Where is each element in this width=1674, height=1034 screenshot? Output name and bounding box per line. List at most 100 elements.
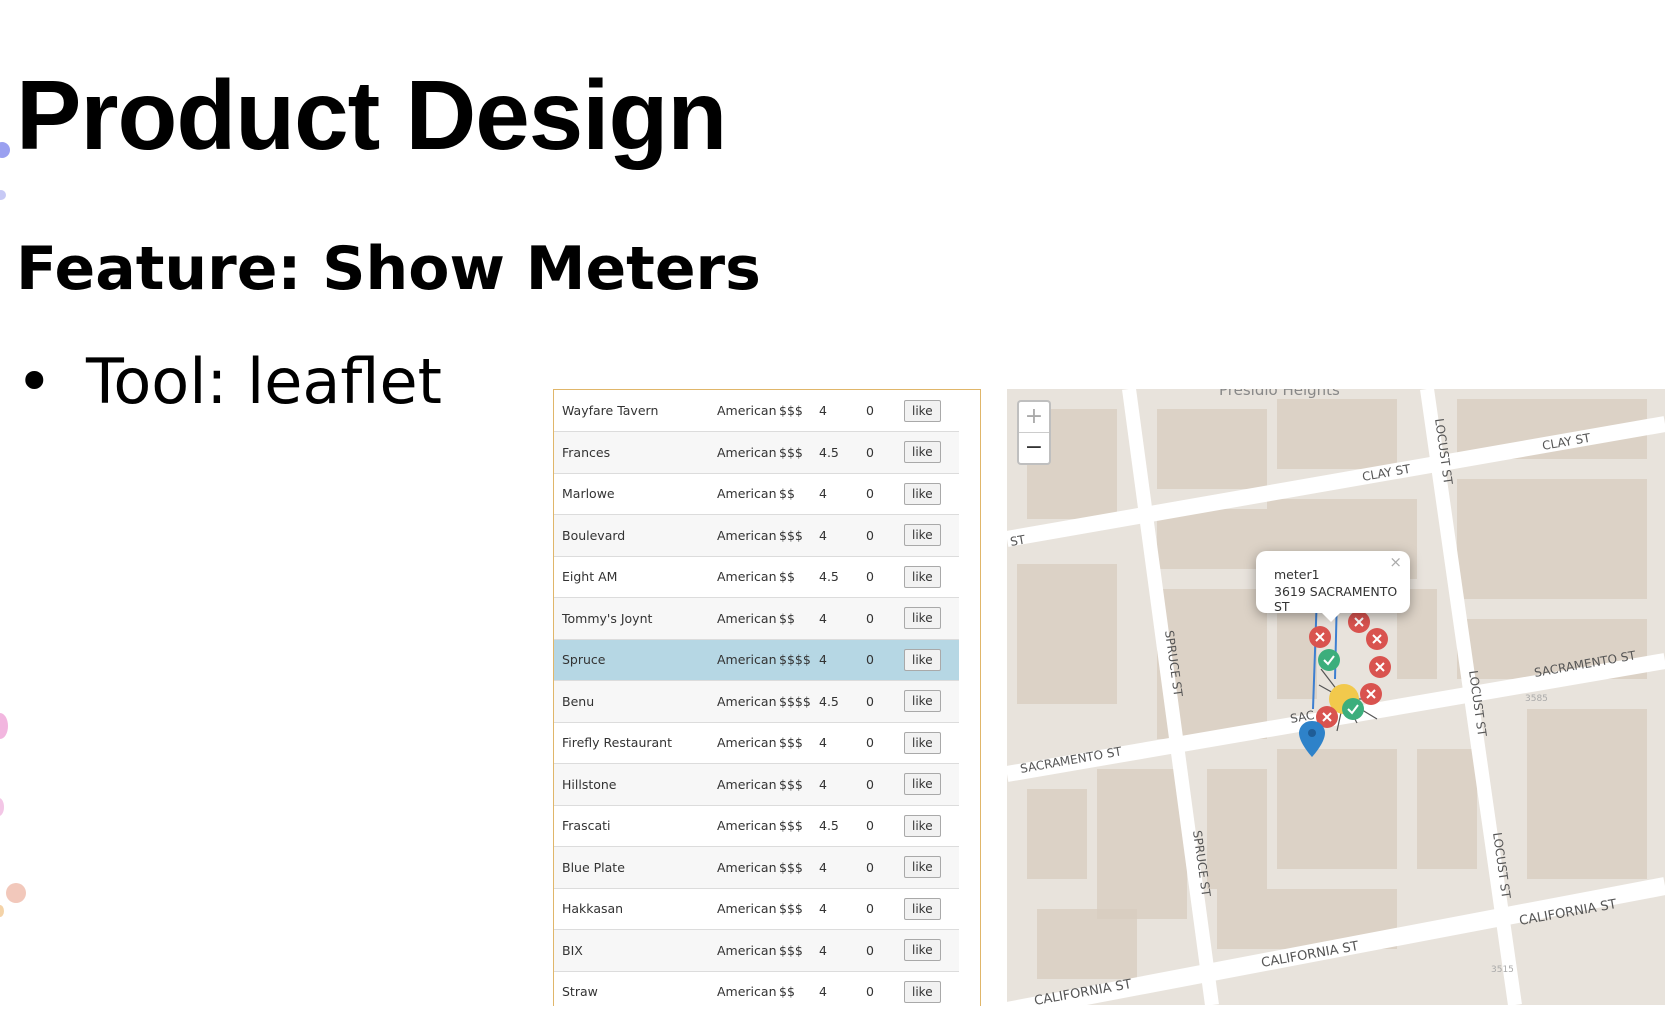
like-button[interactable]: like — [904, 939, 941, 962]
restaurant-cuisine: American — [717, 901, 777, 917]
meter-available-icon[interactable] — [1342, 698, 1364, 720]
building-block — [1417, 749, 1477, 869]
restaurant-rating: 4 — [819, 652, 827, 668]
like-cell: like — [904, 681, 959, 723]
like-cell: like — [904, 390, 959, 432]
like-button[interactable]: like — [904, 399, 941, 422]
like-button[interactable]: like — [904, 648, 941, 671]
zoom-in-button[interactable]: + — [1019, 402, 1049, 433]
restaurant-rating: 4.5 — [819, 693, 839, 709]
restaurant-name: Hakkasan — [562, 901, 624, 917]
decorative-dot — [0, 713, 8, 739]
restaurant-price: $$$ — [779, 527, 803, 543]
like-button[interactable]: like — [904, 773, 941, 796]
like-button[interactable]: like — [904, 690, 941, 713]
restaurant-cuisine: American — [717, 444, 777, 460]
meter-occupied-icon[interactable] — [1360, 683, 1382, 705]
restaurant-rating: 4.5 — [819, 569, 839, 585]
like-button[interactable]: like — [904, 565, 941, 588]
decorative-dot — [0, 190, 6, 200]
restaurant-name: Marlowe — [562, 486, 615, 502]
restaurant-price: $$ — [779, 569, 795, 585]
building-block — [1017, 564, 1117, 704]
meter-markers[interactable] — [1299, 593, 1391, 757]
restaurant-likes: 0 — [866, 693, 874, 709]
building-block — [1277, 399, 1397, 469]
restaurant-likes: 0 — [866, 942, 874, 958]
map-canvas[interactable]: Presidio Heights CLAY ST CLAY ST ST SACR… — [1007, 389, 1665, 1005]
like-button[interactable]: like — [904, 524, 941, 547]
restaurant-name: Blue Plate — [562, 859, 625, 875]
zoom-control: + − — [1017, 400, 1051, 465]
restaurant-name: Benu — [562, 693, 595, 709]
like-button[interactable]: like — [904, 441, 941, 464]
route-line — [1312, 593, 1318, 710]
restaurant-name: BIX — [562, 942, 583, 958]
restaurant-price: $$$ — [779, 403, 803, 418]
like-button[interactable]: like — [904, 731, 941, 754]
map-label-number: 3585 — [1525, 694, 1548, 704]
restaurant-name: Straw — [562, 984, 598, 1000]
meter-occupied-icon[interactable] — [1369, 656, 1391, 678]
restaurant-name: Tommy's Joynt — [562, 610, 653, 626]
restaurant-rating: 4 — [819, 527, 827, 543]
restaurant-likes: 0 — [866, 403, 874, 418]
like-cell: like — [904, 971, 959, 1006]
restaurant-name: Frascati — [562, 818, 611, 834]
decorative-dot — [0, 905, 4, 917]
restaurant-likes: 0 — [866, 652, 874, 668]
restaurant-rating: 4 — [819, 984, 827, 1000]
restaurant-rating: 4 — [819, 486, 827, 502]
restaurant-cuisine: American — [717, 403, 777, 418]
meter-occupied-icon[interactable] — [1316, 706, 1338, 728]
road-california-st — [1007, 877, 1665, 1005]
like-button[interactable]: like — [904, 482, 941, 505]
building-block — [1277, 749, 1397, 869]
restaurant-name: Boulevard — [562, 527, 626, 543]
meter-available-icon[interactable] — [1318, 649, 1340, 671]
like-cell: like — [904, 556, 959, 598]
like-button[interactable]: like — [904, 814, 941, 837]
restaurant-likes: 0 — [866, 776, 874, 792]
like-button[interactable]: like — [904, 980, 941, 1003]
like-button[interactable]: like — [904, 856, 941, 879]
popup-close-icon[interactable]: × — [1389, 553, 1402, 571]
like-button[interactable]: like — [904, 607, 941, 630]
meter-occupied-icon[interactable] — [1309, 626, 1331, 648]
meter-occupied-icon[interactable] — [1348, 611, 1370, 633]
bullet-icon: • — [16, 345, 53, 418]
restaurant-likes: 0 — [866, 859, 874, 875]
zoom-out-button[interactable]: − — [1024, 435, 1044, 460]
location-pin-icon[interactable] — [1299, 721, 1325, 757]
restaurant-price: $$ — [779, 486, 795, 502]
like-button[interactable]: like — [904, 897, 941, 920]
building-block — [1457, 479, 1647, 599]
map-view[interactable]: Presidio Heights CLAY ST CLAY ST ST SACR… — [1007, 389, 1665, 1005]
like-cell: like — [904, 847, 959, 889]
bullet-text: Tool: leaflet — [86, 345, 442, 418]
restaurant-cuisine: American — [717, 486, 777, 502]
meter-occupied-icon[interactable] — [1366, 628, 1388, 650]
restaurant-likes: 0 — [866, 984, 874, 1000]
restaurant-likes: 0 — [866, 610, 874, 626]
restaurant-name: Firefly Restaurant — [562, 735, 672, 751]
restaurant-cuisine: American — [717, 569, 777, 585]
restaurant-price: $$$ — [779, 818, 803, 834]
